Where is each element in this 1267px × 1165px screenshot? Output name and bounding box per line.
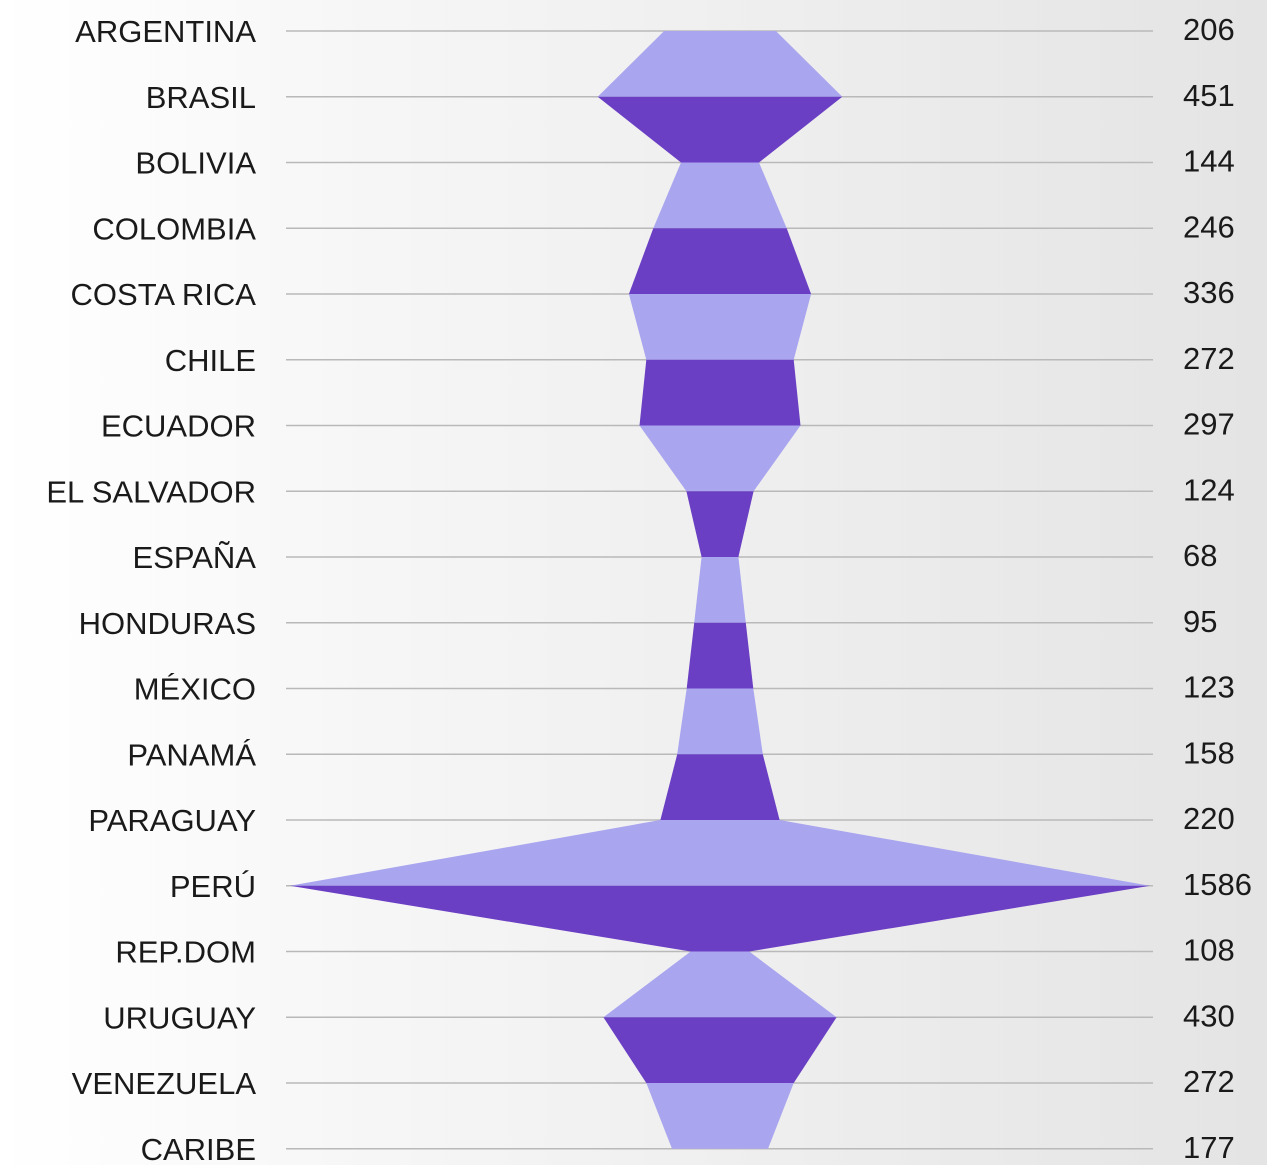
category-label: CHILE (165, 343, 256, 378)
value-label: 336 (1183, 275, 1235, 310)
value-label: 68 (1183, 538, 1217, 573)
category-label: ESPAÑA (133, 540, 257, 575)
category-label: PERÚ (170, 869, 256, 904)
value-label: 220 (1183, 801, 1235, 836)
category-label: PARAGUAY (88, 803, 256, 838)
value-label: 430 (1183, 998, 1235, 1033)
value-label: 297 (1183, 407, 1235, 442)
value-band (639, 425, 801, 492)
category-label: ECUADOR (101, 409, 256, 444)
category-label: COSTA RICA (71, 277, 257, 312)
value-bands (290, 31, 1150, 1149)
value-band (677, 688, 763, 755)
value-band (603, 951, 837, 1018)
value-label: 246 (1183, 209, 1235, 244)
value-band (597, 96, 843, 163)
value-band (628, 228, 812, 294)
value-label: 272 (1183, 1064, 1235, 1099)
value-label: 272 (1183, 341, 1235, 376)
value-band (660, 754, 780, 820)
value-label: 124 (1183, 472, 1235, 507)
category-label: CARIBE (141, 1132, 256, 1165)
value-labels: 206 451 144 246 336 272 297 124 68 95 123 158 220 158… (1183, 12, 1252, 1165)
value-band (694, 557, 746, 623)
value-label: 95 (1183, 604, 1217, 639)
category-label: BOLIVIA (135, 146, 256, 181)
category-labels: ARGENTINA BRASIL BOLIVIA COLOMBIA COSTA RICA… (46, 14, 256, 1165)
category-label: VENEZUELA (72, 1066, 257, 1101)
category-label: ARGENTINA (75, 14, 256, 49)
category-label: EL SALVADOR (46, 474, 256, 509)
category-label: MÉXICO (134, 672, 256, 707)
category-label: PANAMÁ (127, 737, 256, 772)
value-label: 177 (1183, 1130, 1235, 1165)
value-label: 158 (1183, 735, 1235, 770)
value-band (290, 885, 1150, 952)
value-band (639, 359, 801, 426)
value-band (653, 162, 787, 229)
value-label: 1586 (1183, 867, 1252, 902)
value-band (646, 1083, 794, 1149)
value-label: 144 (1183, 144, 1235, 179)
value-band (628, 294, 812, 360)
value-label: 206 (1183, 12, 1235, 47)
value-band (686, 622, 754, 689)
category-label: BRASIL (146, 80, 256, 115)
category-label: REP.DOM (115, 935, 256, 970)
category-label: HONDURAS (79, 606, 256, 641)
value-band (290, 820, 1150, 886)
value-band (597, 31, 843, 97)
category-label: COLOMBIA (92, 211, 256, 246)
value-label: 108 (1183, 933, 1235, 968)
value-label: 123 (1183, 670, 1235, 705)
value-label: 451 (1183, 78, 1235, 113)
value-band (603, 1017, 837, 1083)
category-label: URUGUAY (103, 1000, 256, 1035)
value-band (686, 491, 754, 557)
